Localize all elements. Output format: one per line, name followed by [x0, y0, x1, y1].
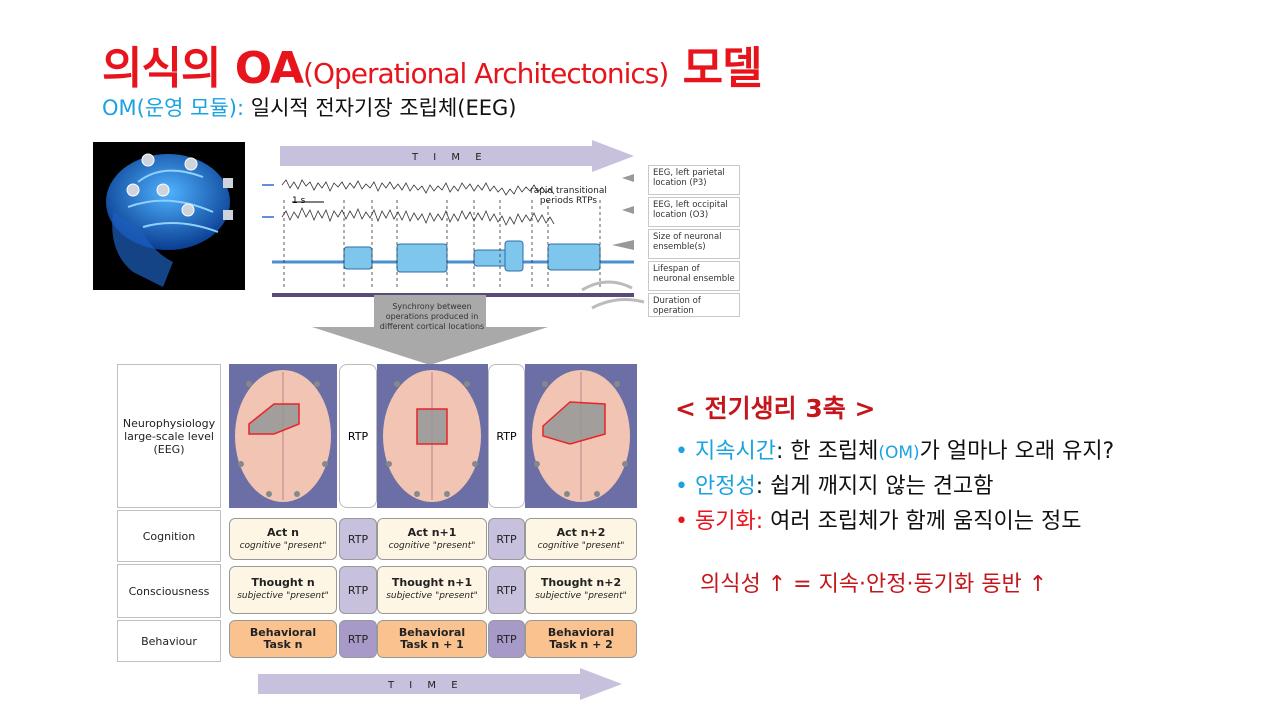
synchrony-down-arrow — [310, 295, 550, 375]
cognition-act-n1-sub: cognitive "present" — [388, 541, 476, 551]
behaviour-task-n2-sub: Task n + 2 — [549, 638, 613, 651]
rtp-behaviour-1: RTP — [339, 620, 377, 658]
row-label-consciousness: Consciousness — [117, 564, 221, 618]
brain-map-3 — [525, 364, 637, 508]
cognition-act-n-sub: cognitive "present" — [239, 541, 327, 551]
behaviour-task-n1: Behavioral Task n + 1 — [377, 620, 487, 658]
consciousness-thought-n2-sub: subjective "present" — [535, 591, 627, 601]
bullet-dot-icon: • — [675, 439, 688, 464]
row-label-neurophysiology: Neurophysiology large-scale level (EEG) — [117, 364, 221, 508]
bullet-duration-key: 지속시간 — [695, 439, 776, 464]
bullet-dot-icon: • — [675, 509, 688, 534]
bullet-duration-sep: : 한 조립체 — [775, 439, 879, 464]
bullet-dot-icon: • — [675, 474, 688, 499]
bullet-synchronization: • 동기화: 여러 조립체가 함께 움직이는 정도 — [675, 503, 1081, 535]
behaviour-task-n1-title: Behavioral — [398, 626, 466, 639]
legend-lifespan: Lifespan of neuronal ensemble — [648, 261, 740, 291]
legend-occipital: EEG, left occipital location (O3) — [648, 197, 740, 227]
time-label-top: T I M E — [412, 152, 488, 163]
synchrony-label: Synchrony between operations produced in… — [379, 302, 485, 331]
consciousness-thought-n: Thought n subjective "present" — [229, 566, 337, 614]
consciousness-summary: 의식성 ↑ = 지속·안정·동기화 동반 ↑ — [700, 572, 1048, 597]
three-axes-heading: < 전기생리 3축 > — [675, 394, 876, 423]
consciousness-thought-n1-title: Thought n+1 — [391, 576, 473, 589]
title-tail: 모델 — [668, 43, 763, 94]
consciousness-thought-n2: Thought n+2 subjective "present" — [525, 566, 637, 614]
rtp-annotation: rapid transitional periods RTPs — [530, 186, 607, 206]
subtitle-rest: 일시적 전자기장 조립체(EEG) — [244, 96, 517, 120]
behaviour-task-n1-sub: Task n + 1 — [400, 638, 464, 651]
consciousness-thought-n1-sub: subjective "present" — [386, 591, 478, 601]
legend-parietal: EEG, left parietal location (P3) — [648, 165, 740, 195]
cognition-act-n: Act n cognitive "present" — [229, 518, 337, 560]
behaviour-task-n-sub: Task n — [263, 638, 303, 651]
row-label-behaviour: Behaviour — [117, 620, 221, 662]
consciousness-thought-n-title: Thought n — [251, 576, 315, 589]
legend-duration: Duration of operation — [648, 293, 740, 317]
brain-map-1 — [229, 364, 337, 508]
bullet-stability-sep: : 쉽게 깨지지 않는 견고함 — [755, 474, 994, 499]
row-label-cognition: Cognition — [117, 510, 221, 562]
time-arrow-bottom — [250, 668, 640, 702]
brain-map-2 — [377, 364, 488, 508]
cognition-act-n2: Act n+2 cognitive "present" — [525, 518, 637, 560]
subtitle-highlight: OM(운영 모듈): — [102, 96, 245, 120]
cognition-act-n2-title: Act n+2 — [556, 526, 606, 539]
cognition-act-n1: Act n+1 cognitive "present" — [377, 518, 487, 560]
bullet-duration: • 지속시간: 한 조립체(OM)가 얼마나 오래 유지? — [675, 433, 1114, 465]
rtp-cognition-1: RTP — [339, 518, 377, 560]
bullet-stability: • 안정성: 쉽게 깨지지 않는 견고함 — [675, 468, 994, 500]
behaviour-task-n2-title: Behavioral — [547, 626, 615, 639]
behaviour-task-n-title: Behavioral — [249, 626, 317, 639]
bullet-sync-key: 동기화: — [695, 509, 764, 534]
title-main: 의식의 OA — [102, 43, 304, 94]
rtp-column-1: RTP — [339, 364, 377, 508]
rtp-behaviour-2: RTP — [488, 620, 525, 658]
consciousness-thought-n1: Thought n+1 subjective "present" — [377, 566, 487, 614]
cognition-act-n1-title: Act n+1 — [407, 526, 457, 539]
consciousness-thought-n-sub: subjective "present" — [237, 591, 329, 601]
brain-skull-image — [93, 142, 245, 290]
bullet-stability-key: 안정성 — [695, 474, 756, 499]
eeg-panel — [245, 140, 748, 322]
rtp-column-2: RTP — [488, 364, 525, 508]
behaviour-task-n2: Behavioral Task n + 2 — [525, 620, 637, 658]
rtp-cognition-2: RTP — [488, 518, 525, 560]
rtp-annotation-line1: rapid transitional — [530, 186, 607, 196]
cognition-act-n-title: Act n — [267, 526, 299, 539]
rtp-consciousness-1: RTP — [339, 566, 377, 614]
rtp-annotation-line2: periods RTPs — [539, 196, 598, 206]
cognition-act-n2-sub: cognitive "present" — [537, 541, 625, 551]
page-title: 의식의 OA(Operational Architectonics) 모델 — [102, 32, 763, 96]
title-paren: (Operational Architectonics) — [303, 57, 669, 90]
bullet-sync-sep: 여러 조립체가 함께 움직이는 정도 — [763, 509, 1082, 534]
page-subtitle: OM(운영 모듈): 일시적 전자기장 조립체(EEG) — [102, 92, 517, 122]
one-second-scale: 1 s — [292, 196, 306, 206]
bullet-duration-om: (OM) — [878, 443, 920, 463]
bullet-duration-rest: 가 얼마나 오래 유지? — [919, 439, 1115, 464]
consciousness-thought-n2-title: Thought n+2 — [540, 576, 622, 589]
rtp-consciousness-2: RTP — [488, 566, 525, 614]
legend-ensemble-size: Size of neuronal ensemble(s) — [648, 229, 740, 259]
time-label-bottom: T I M E — [388, 680, 464, 691]
behaviour-task-n: Behavioral Task n — [229, 620, 337, 658]
